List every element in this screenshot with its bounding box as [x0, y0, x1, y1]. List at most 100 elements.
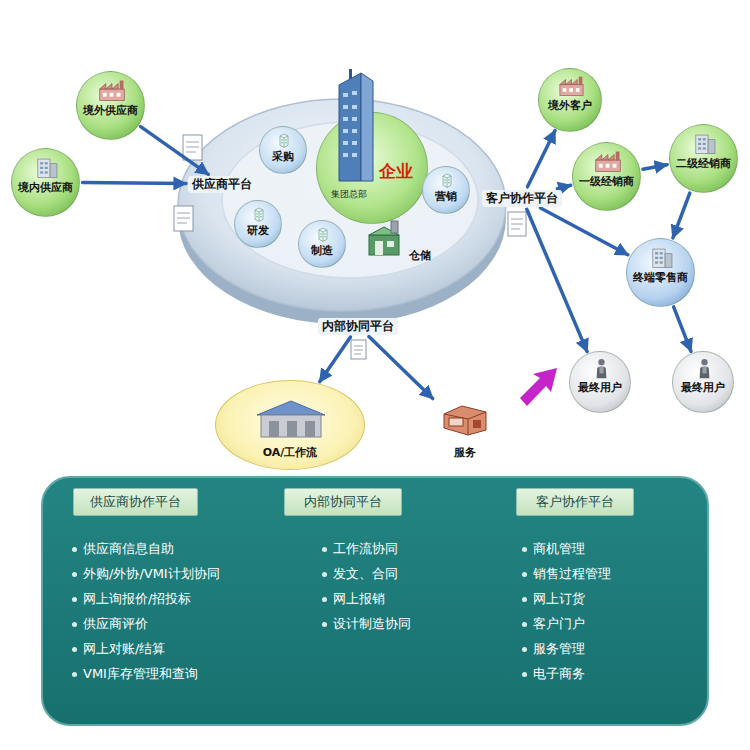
platform-name: 内部协同平台: [322, 319, 394, 334]
document-icon-part: [354, 354, 361, 355]
flow-arrow: [527, 131, 555, 187]
warehouse-icon-part: [365, 219, 405, 259]
factory-icon: [592, 150, 624, 173]
retailer-circle: 终端零售商: [626, 238, 695, 307]
feature-item: 供应商评价: [72, 616, 148, 632]
tower-icon-part-part: [349, 69, 352, 79]
person-icon-part-part: [701, 359, 707, 365]
department-circle: 研发: [234, 200, 282, 248]
cube-icon-part-part: [448, 179, 449, 180]
feature-panel: [42, 477, 708, 725]
feature-item: 网上询报价/招投标: [72, 591, 191, 607]
document-icon-part: [511, 224, 523, 225]
node-label: 采购: [272, 150, 294, 164]
flow-arrow: [369, 337, 433, 399]
house-icon-part-part: [261, 415, 321, 437]
platform-label: 供应商平台: [188, 176, 256, 193]
bldg-icon-part-part: [659, 256, 662, 258]
flow-arrow: [643, 165, 667, 169]
service-icon-part-part: [449, 418, 463, 426]
bldg-icon-part-part: [40, 171, 43, 173]
warehouse-icon-part-part: [375, 241, 383, 255]
feature-item: 网上对账/结算: [72, 641, 165, 657]
bldg-icon-part-part: [40, 162, 43, 164]
tower-icon-part-part: [361, 73, 373, 181]
factory-icon-part-part: [615, 151, 619, 160]
document-icon-part: [177, 213, 190, 214]
factory-icon-part: [96, 79, 128, 102]
bldg-icon-part: [646, 246, 678, 269]
node-label: OA/工作流: [263, 446, 318, 460]
feature-item: 网上报销: [322, 591, 385, 607]
tower-icon-part-part-part: [343, 153, 348, 157]
bldg-icon: [646, 246, 678, 269]
warehouse-icon-part-part: [391, 221, 398, 233]
bldg-icon-part-part: [708, 139, 715, 153]
document-icon: [174, 206, 193, 231]
service-icon-part: [440, 400, 490, 436]
node-label: 最终用户: [681, 381, 725, 395]
factory-icon-part-part: [560, 79, 577, 84]
tower-icon-part-part-part: [343, 117, 348, 121]
house-icon-part: [251, 395, 331, 439]
tower-icon-part-part-part: [352, 91, 357, 95]
document-icon-part: [511, 229, 520, 230]
cube-icon-part-part: [448, 182, 449, 183]
factory-icon-part-part: [576, 88, 580, 92]
bldg-icon-part-part: [655, 256, 658, 258]
person-icon-part: [690, 358, 719, 379]
node-label: 仓储: [409, 249, 431, 263]
tower-icon-part-part-part: [343, 129, 348, 133]
service-node: 服务: [433, 400, 497, 460]
bldg-icon-part-part: [40, 166, 43, 168]
factory-icon-part-part: [99, 88, 124, 100]
house-icon-part-part: [287, 421, 297, 437]
node-label: 服务: [454, 446, 476, 460]
cube-icon-part-part: [444, 182, 445, 183]
cube-icon-part: [312, 226, 334, 242]
cube-icon-part-part: [320, 233, 321, 234]
cube-icon-part-part: [281, 139, 282, 140]
department-circle: 制造: [298, 220, 346, 268]
cube-icon-part: [273, 132, 295, 148]
node-label: 终端零售商: [633, 271, 688, 285]
department-circle: 采购: [259, 126, 307, 174]
cube-icon-part-part: [256, 216, 257, 217]
flow-arrow: [141, 127, 209, 175]
dealer-circle: 二级经销商: [669, 124, 738, 193]
document-icon-part: [186, 147, 199, 148]
node-label: 境外客户: [548, 99, 592, 113]
warehouse-icon-part-part: [369, 235, 399, 255]
factory-icon-part-part: [109, 92, 113, 96]
document-icon-part: [508, 212, 526, 236]
cube-icon-part-part: [281, 142, 282, 143]
document-icon-part: [174, 206, 193, 231]
tower-icon-part-part-part: [352, 105, 357, 109]
document-icon-part: [351, 340, 366, 359]
panel-header: 内部协同平台: [284, 488, 402, 516]
person-icon-part: [587, 358, 616, 379]
platform-label: 客户协作平台: [482, 190, 562, 207]
dealer-circle: 一级经销商: [572, 142, 641, 211]
factory-icon-part-part: [99, 83, 117, 88]
bldg-icon-part-part: [665, 253, 672, 267]
cube-icon-part-part: [324, 236, 325, 237]
cube-icon-part-part: [444, 179, 445, 180]
factory-icon-part-part: [563, 88, 567, 92]
document-icon-part: [354, 346, 363, 347]
bldg-icon-part: [689, 132, 721, 155]
feature-item: 网上订货: [522, 591, 585, 607]
cube-icon-part: [248, 206, 270, 222]
tower-icon-part-part-part: [343, 105, 348, 109]
person-icon-part-part: [597, 366, 607, 378]
cube-icon-part-part: [255, 208, 263, 221]
bldg-icon-part-part: [702, 142, 705, 144]
person-icon: [690, 358, 719, 379]
node-label: 境内供应商: [18, 181, 73, 195]
flow-arrow: [673, 193, 690, 238]
factory-icon-part-part: [569, 88, 573, 92]
node-label: 制造: [311, 244, 333, 258]
tower-icon-part-part-part: [352, 129, 357, 133]
bldg-icon-part-part: [698, 138, 701, 140]
department-circle: 营销: [422, 166, 470, 214]
